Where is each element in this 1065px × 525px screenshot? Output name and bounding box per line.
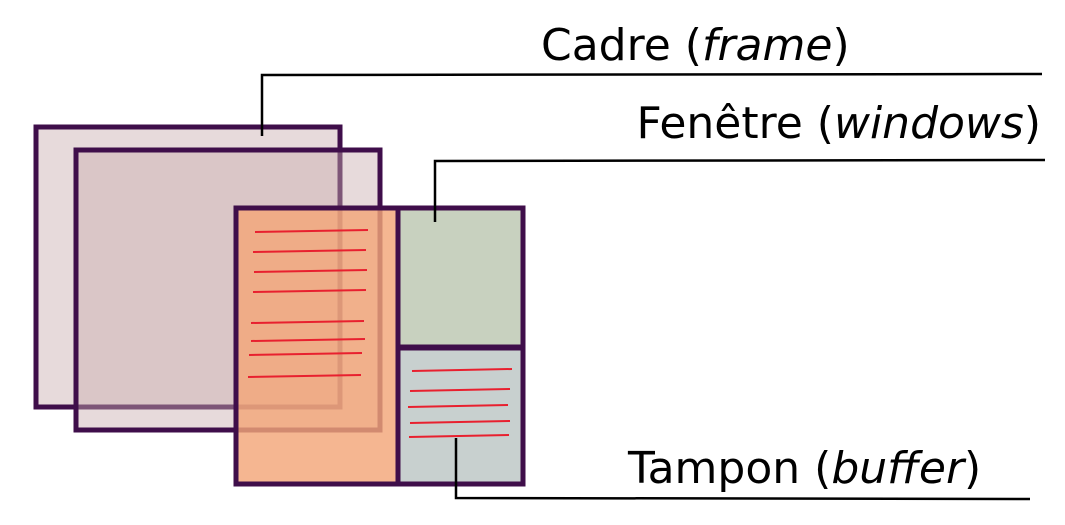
window-label-term: windows (833, 98, 1024, 149)
window-label: Fenêtre (windows) (636, 98, 1041, 149)
frame-label: Cadre (frame) (541, 20, 850, 71)
window-leader-line (433, 158, 1046, 222)
window-label-word: Fenêtre (636, 98, 803, 149)
buffer-label: Tampon (buffer) (628, 443, 982, 494)
frame-label-word: Cadre (541, 20, 671, 71)
buffer-leader-line (454, 438, 1031, 501)
window-document (233, 205, 402, 487)
buffer-pane (395, 345, 526, 487)
text-lines (247, 229, 369, 378)
buffer-label-term: buffer (831, 443, 965, 494)
buffer-label-word: Tampon (628, 443, 801, 494)
buffer-text-lines (407, 368, 513, 438)
frame-leader-line (260, 72, 1043, 136)
window-top-pane (395, 205, 526, 350)
frame-label-term: frame (701, 20, 833, 71)
